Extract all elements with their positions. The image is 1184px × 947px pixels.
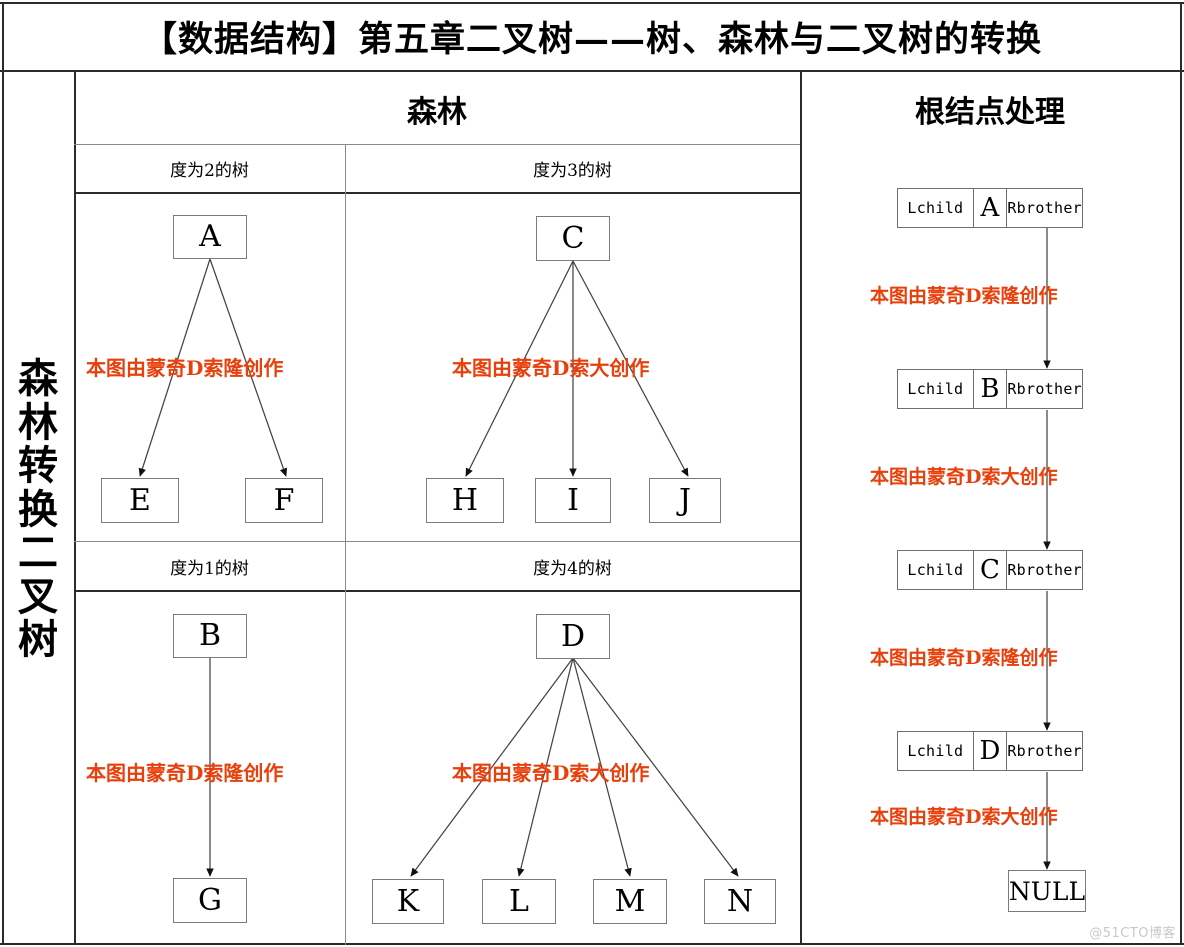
page-title: 【数据结构】第五章二叉树——树、森林与二叉树的转换 [141, 18, 1042, 60]
left-vertical-caption: 森林转换二叉树 [2, 74, 74, 945]
link-node-d[interactable]: Lchild D Rbrother [897, 731, 1083, 771]
forest-row2-split [345, 541, 346, 945]
tree-node[interactable]: H [426, 478, 504, 523]
link-node-lchild-label: Lchild [898, 189, 974, 227]
tree-node[interactable]: E [101, 478, 179, 523]
frame-right [1180, 2, 1182, 945]
subheader-degree1: 度为1的树 [170, 559, 249, 579]
link-node-rbrother-label: Rbrother [1007, 380, 1082, 398]
link-chain-terminator: NULL [1008, 870, 1086, 912]
link-node-data: B [974, 370, 1008, 408]
chain-watermark: 本图由蒙奇D索隆创作 [870, 285, 1058, 307]
link-node-a[interactable]: Lchild A Rbrother [897, 188, 1083, 228]
link-node-rbrother-label: Rbrother [1007, 742, 1082, 760]
frame-bottom [0, 943, 1184, 945]
chain-watermark: 本图由蒙奇D索大创作 [870, 466, 1058, 488]
subheader-row2-bottom [74, 590, 800, 592]
left-caption-divider [74, 70, 76, 945]
colheader-bottom-rule [74, 144, 800, 145]
tree-node[interactable]: K [372, 879, 444, 924]
tree-node[interactable]: G [173, 878, 247, 923]
tree-watermark: 本图由蒙奇D索隆创作 [86, 356, 284, 380]
link-node-b[interactable]: Lchild B Rbrother [897, 369, 1083, 409]
link-node-data: C [974, 551, 1008, 589]
link-node-lchild-label: Lchild [898, 370, 974, 408]
link-node-lchild-label: Lchild [898, 732, 974, 770]
subheader-degree3: 度为3的树 [533, 161, 612, 181]
subheader-row1-bottom [74, 192, 800, 194]
link-node-lchild-label: Lchild [898, 551, 974, 589]
link-node-rbrother-label: Rbrother [1007, 561, 1082, 579]
link-node-data: D [974, 732, 1008, 770]
chain-watermark: 本图由蒙奇D索隆创作 [870, 647, 1058, 669]
tree-node[interactable]: A [173, 215, 247, 259]
tree-watermark: 本图由蒙奇D索大创作 [452, 356, 650, 380]
tree-node[interactable]: D [536, 614, 610, 659]
forest-root-divider [800, 70, 802, 945]
chain-watermark: 本图由蒙奇D索大创作 [870, 806, 1058, 828]
tree-node[interactable]: L [482, 879, 556, 924]
tree-node[interactable]: B [173, 614, 247, 658]
tree-node[interactable]: N [704, 879, 776, 924]
subheader-degree4: 度为4的树 [533, 559, 612, 579]
subheader-degree2: 度为2的树 [170, 161, 249, 181]
forest-row1-bottom [74, 541, 800, 542]
tree-node[interactable]: C [536, 216, 610, 261]
root-column-header: 根结点处理 [915, 95, 1065, 130]
tree-node[interactable]: J [649, 478, 721, 523]
tree-node[interactable]: F [245, 478, 323, 523]
title-bottom [0, 70, 1184, 72]
tree-node[interactable]: M [593, 879, 667, 924]
tree-watermark: 本图由蒙奇D索大创作 [452, 761, 650, 785]
link-node-c[interactable]: Lchild C Rbrother [897, 550, 1083, 590]
forest-row1-split [345, 144, 346, 541]
tree-node[interactable]: I [535, 478, 611, 523]
frame-top [0, 2, 1184, 4]
link-node-data: A [974, 189, 1008, 227]
forest-column-header: 森林 [407, 95, 467, 130]
link-node-rbrother-label: Rbrother [1007, 199, 1082, 217]
frame-left [2, 2, 4, 945]
left-caption-text: 森林转换二叉树 [18, 354, 58, 664]
tree-watermark: 本图由蒙奇D索隆创作 [86, 761, 284, 785]
site-watermark: @51CTO博客 [1089, 926, 1176, 941]
